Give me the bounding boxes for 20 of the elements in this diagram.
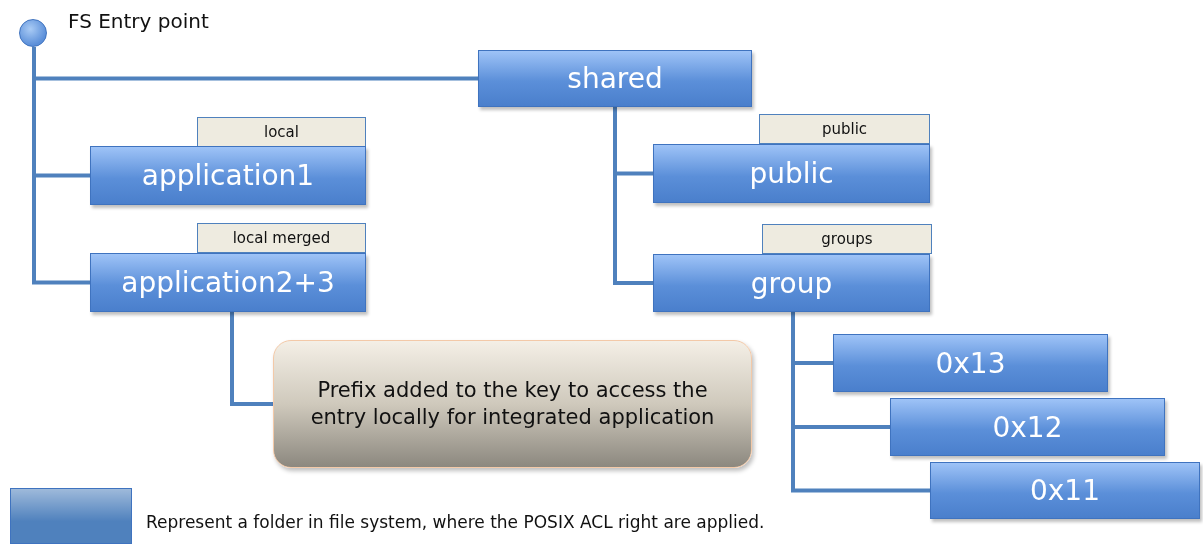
folder-box: shared	[478, 50, 752, 107]
folder-box: public	[653, 144, 930, 203]
tag-box: local merged	[197, 223, 366, 253]
tag-box: local	[197, 117, 366, 147]
connector-line	[613, 107, 653, 285]
folder-box: 0x13	[833, 334, 1108, 392]
folder-box: 0x11	[930, 462, 1200, 519]
connector-line	[791, 312, 930, 493]
connector-line	[32, 47, 90, 285]
folder-box: application1	[90, 146, 366, 205]
node-caption: FS Entry point	[68, 9, 209, 33]
folder-box: application2+3	[90, 253, 366, 312]
note-box: Prefix added to the key to access the entry locally for integrated application	[273, 340, 752, 468]
connector-line	[230, 312, 273, 406]
folder-box: 0x12	[890, 398, 1165, 456]
entry-point-circle	[19, 19, 47, 47]
legend-text: Represent a folder in file system, where the POSIX ACL right are applied.	[146, 512, 765, 532]
folder-box: group	[653, 254, 930, 312]
tag-box: groups	[762, 224, 932, 254]
tag-box: public	[759, 114, 930, 144]
